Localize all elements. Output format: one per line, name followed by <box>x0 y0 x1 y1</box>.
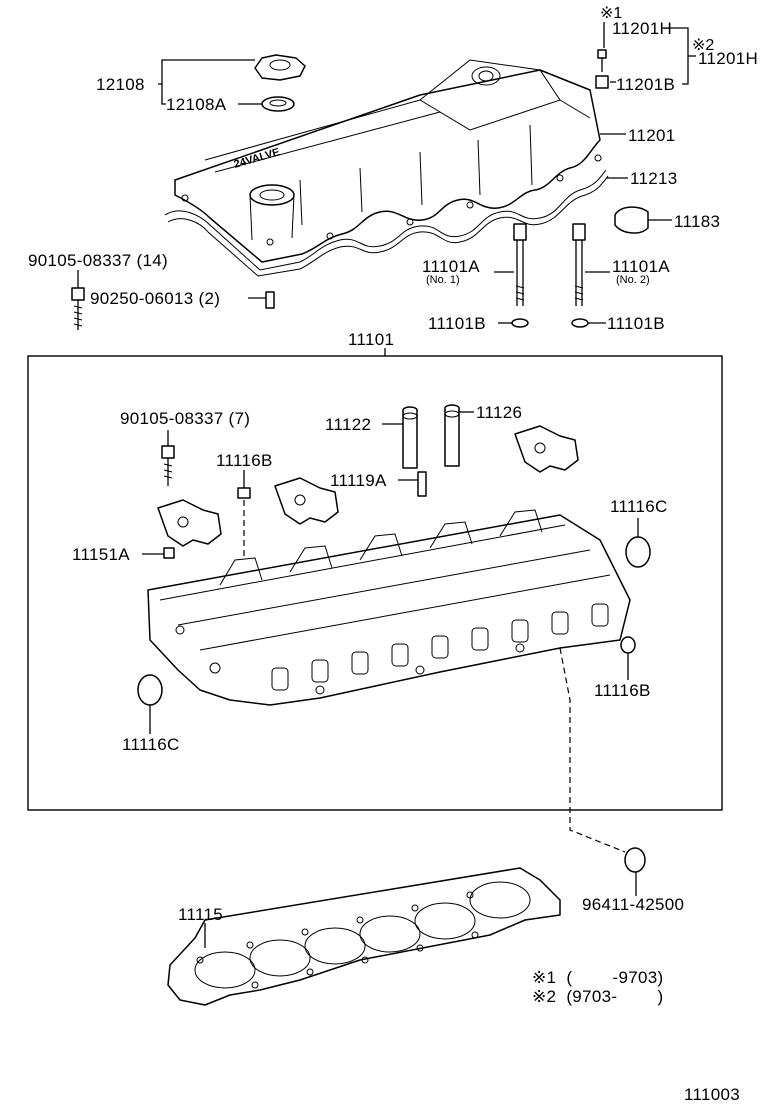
label-11201b: 11201B <box>616 75 675 94</box>
label-11151a: 11151A <box>72 545 130 564</box>
diagram-id: 111003 <box>684 1085 740 1104</box>
label-11101b-1: 11101B <box>428 314 486 333</box>
seal-96411[interactable] <box>624 847 646 873</box>
bearing-cap-left[interactable] <box>157 499 222 547</box>
label-11126: 11126 <box>476 403 522 422</box>
label-11116b-right: 11116B <box>594 681 651 700</box>
label-11115: 11115 <box>178 905 223 924</box>
bearing-cap-right[interactable] <box>514 425 579 473</box>
label-11101b-2: 11101B <box>607 314 665 333</box>
plug-b-top[interactable] <box>237 487 251 499</box>
label-11201h-alt: 11201H <box>698 49 758 68</box>
label-11101a-2: 11101A <box>612 257 670 276</box>
oil-filler-cap[interactable] <box>254 54 306 112</box>
label-11201: 11201 <box>628 126 676 145</box>
note1-mark: ※1 <box>600 5 622 22</box>
insert-11151a[interactable] <box>163 547 175 559</box>
label-dowel-pin: 90250-06013 (2) <box>90 289 220 308</box>
half-moon-plug[interactable] <box>614 206 649 234</box>
footnote-1: ※1 ( -9703) <box>532 968 663 987</box>
label-96411: 96411-42500 <box>582 895 684 914</box>
label-11101: 11101 <box>348 330 394 349</box>
head-bolt-no1[interactable] <box>513 223 527 306</box>
label-11116c-right: 11116C <box>610 497 668 516</box>
head-assembly-frame <box>27 355 723 811</box>
head-gasket[interactable] <box>167 867 561 1006</box>
label-stud-bolt: 90105-08337 (14) <box>28 251 168 270</box>
label-11183: 11183 <box>674 212 720 231</box>
head-bolt-no2[interactable] <box>572 223 586 306</box>
label-bolt-7: 90105-08337 (7) <box>120 409 250 428</box>
dowel-pin[interactable] <box>265 291 275 309</box>
label-11101a-1: 11101A <box>422 257 480 276</box>
label-11101a-1-sub: (No. 1) <box>426 274 460 286</box>
washer-2[interactable] <box>571 318 589 328</box>
label-11122: 11122 <box>325 415 371 434</box>
plug-c-left[interactable] <box>137 674 163 706</box>
bolt-7[interactable] <box>161 445 175 486</box>
label-11116c-left: 11116C <box>122 735 180 754</box>
label-11119a: 11119A <box>330 471 387 490</box>
footnote-2: ※2 (9703- ) <box>532 987 663 1006</box>
cylinder-head[interactable] <box>147 509 631 706</box>
plug-c-right[interactable] <box>625 536 651 568</box>
label-11116b-top: 11116B <box>216 451 273 470</box>
valve-guide-intake[interactable] <box>402 406 418 469</box>
valve-guide-exhaust[interactable] <box>444 404 460 467</box>
ring-11119a[interactable] <box>417 471 427 497</box>
label-11101a-2-sub: (No. 2) <box>616 274 650 286</box>
bearing-cap-middle[interactable] <box>274 477 339 525</box>
stud-bolt-14[interactable] <box>71 287 85 330</box>
cylinder-head-cover[interactable]: 24VALVE <box>164 59 609 277</box>
cover-bolt[interactable] <box>595 49 609 89</box>
label-12108: 12108 <box>96 75 145 94</box>
washer-1[interactable] <box>511 318 529 328</box>
label-12108a: 12108A <box>166 95 227 114</box>
label-11213: 11213 <box>630 169 678 188</box>
label-11201h: 11201H <box>612 19 672 38</box>
note2-mark: ※2 <box>692 37 714 54</box>
plug-b-right[interactable] <box>620 636 636 654</box>
